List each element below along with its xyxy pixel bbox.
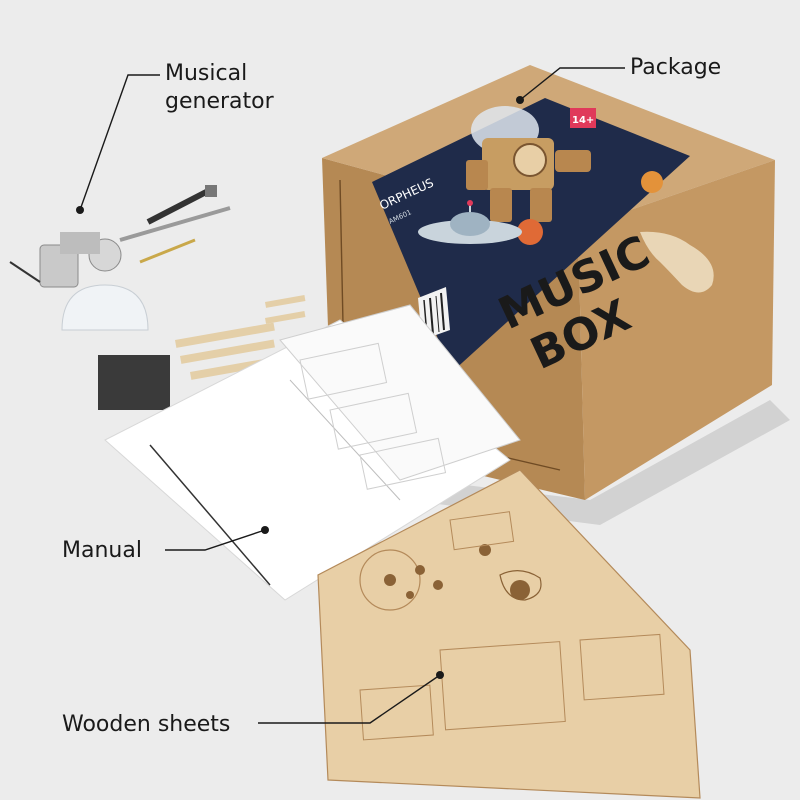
musical-generator-leader: [79, 74, 160, 211]
gear-cutout: [359, 549, 421, 611]
age-badge-shape: [570, 108, 596, 128]
manual-leader: [165, 529, 266, 551]
planet-icon: [641, 171, 663, 193]
package-leader: [519, 67, 625, 101]
package-box: ORPHEUS AM601 14+ MUSIC BOX: [322, 65, 790, 525]
box-front-face: [578, 160, 775, 500]
manual: [104, 304, 521, 601]
musical-generator-dot: [76, 206, 84, 214]
age-badge-text: 14+: [572, 115, 594, 126]
package-label: Package: [630, 55, 722, 80]
callout-lines: [76, 67, 625, 724]
clear-dome: [61, 284, 149, 331]
manual-dot: [261, 526, 269, 534]
ufo-illustration: [418, 200, 522, 244]
wooden-sheets-label: Wooden sheets: [62, 712, 231, 737]
musical-generator-label: Musical generator: [165, 61, 274, 114]
small-parts: [98, 295, 306, 410]
musical-generator: [9, 185, 231, 331]
wooden-sheet: [317, 469, 701, 799]
manual-label: Manual: [62, 538, 142, 563]
wooden-sheets-dot: [436, 671, 444, 679]
package-dot: [516, 96, 524, 104]
planet-icon: [517, 219, 543, 245]
robot-illustration: [466, 106, 591, 222]
wooden-sheets-leader: [258, 674, 441, 724]
sponge-pad: [98, 355, 170, 410]
box-window-cutout: [640, 231, 714, 293]
